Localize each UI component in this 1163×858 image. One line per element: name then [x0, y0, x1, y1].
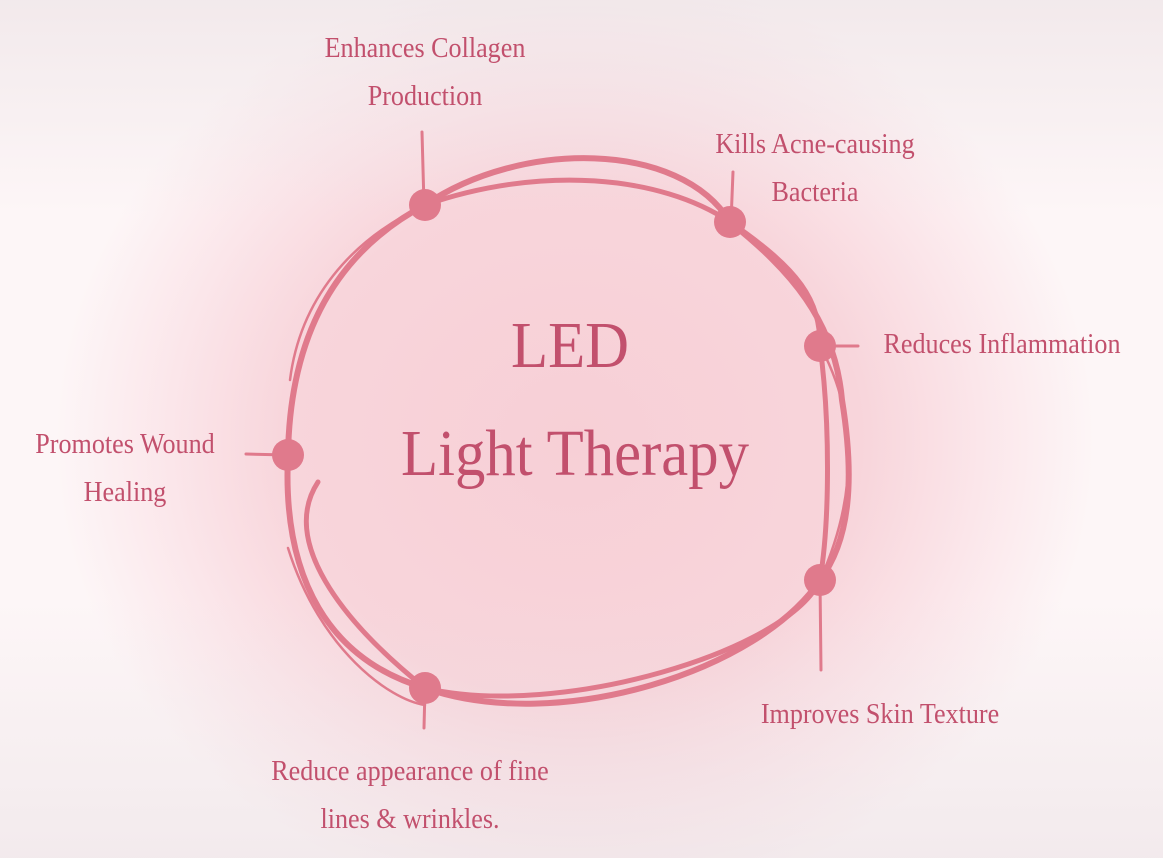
- benefit-acne: Kills Acne-causing Bacteria: [667, 120, 964, 216]
- node-dot: [272, 439, 304, 471]
- benefit-label: Promotes Wound: [35, 428, 215, 460]
- benefit-wound-healing: Promotes Wound Healing: [13, 420, 238, 516]
- benefit-label: lines & wrinkles.: [320, 803, 500, 835]
- benefit-label: Kills Acne-causing: [715, 128, 915, 160]
- benefit-wrinkles: Reduce appearance of fine lines & wrinkl…: [248, 747, 572, 843]
- benefit-label: Enhances Collagen: [324, 32, 526, 64]
- ring-thin: [286, 203, 850, 707]
- node-dot: [804, 564, 836, 596]
- benefit-label: Improves Skin Texture: [760, 698, 1000, 730]
- benefit-label: Healing: [83, 476, 167, 508]
- node-dot: [714, 206, 746, 238]
- benefit-inflammation: Reduces Inflammation: [867, 320, 1137, 368]
- node-dot: [804, 330, 836, 362]
- benefit-label: Bacteria: [771, 176, 859, 208]
- benefit-label: Reduces Inflammation: [883, 328, 1121, 360]
- benefit-label: Production: [367, 80, 483, 112]
- benefit-collagen: Enhances Collagen Production: [277, 24, 574, 120]
- node-dot: [409, 672, 441, 704]
- benefit-label: Reduce appearance of fine: [271, 755, 549, 787]
- ring-inner: [304, 177, 830, 699]
- node-dot: [409, 189, 441, 221]
- benefit-skin-texture: Improves Skin Texture: [736, 690, 1024, 738]
- diagram-title-led: LED: [510, 309, 630, 382]
- diagram-title-light-therapy: Light Therapy: [401, 417, 749, 490]
